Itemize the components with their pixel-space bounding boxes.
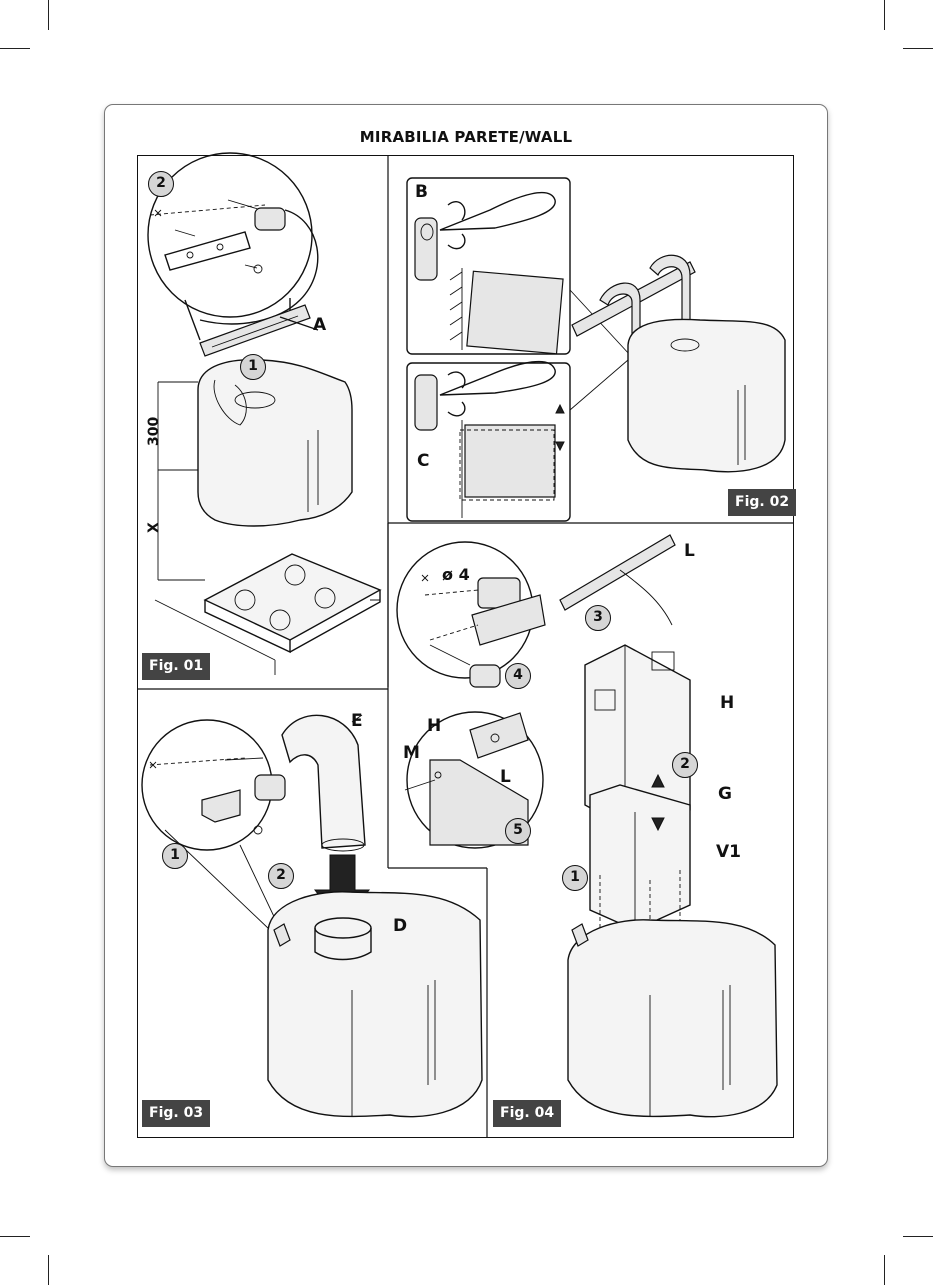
fig01-step-1: 1 (240, 354, 266, 380)
fig04-step-4: 4 (505, 663, 531, 689)
fig01-step-2: 2 (148, 171, 174, 197)
fig03-callout-d: D (393, 916, 408, 936)
fig04-callout-v1: V1 (716, 842, 741, 862)
fig02-callout-c: C (417, 451, 430, 471)
crop-mark (903, 1236, 933, 1237)
fig04-step-2: 2 (672, 752, 698, 778)
fig02-callout-b: B (415, 182, 428, 202)
fig04-inset-callout-m: M (403, 743, 420, 763)
fig01-drawing (147, 152, 382, 675)
fig03-drawing (141, 714, 483, 1118)
crop-mark (0, 1236, 30, 1237)
crop-mark (0, 48, 30, 49)
crop-mark (48, 0, 49, 30)
fig04-label: Fig. 04 (493, 1100, 562, 1127)
fig04-drawing (396, 534, 778, 1118)
crop-mark (903, 48, 933, 49)
fig01-callout-a: A (313, 315, 327, 335)
page-title: MIRABILIA PARETE/WALL (359, 128, 573, 146)
crop-mark (48, 1255, 49, 1285)
fig03-step-2: 2 (268, 863, 294, 889)
dimension-300: 300 (146, 416, 162, 446)
fig04-inset-callout-l: L (500, 767, 511, 787)
crop-mark (884, 0, 885, 30)
fig03-callout-e: E (351, 711, 363, 731)
figures-frame (137, 155, 794, 1138)
panel-dividers (138, 156, 793, 1137)
fig02-label: Fig. 02 (728, 489, 797, 516)
fig04-callout-g: G (718, 784, 732, 804)
fig01-label: Fig. 01 (142, 653, 211, 680)
fig03-label: Fig. 03 (142, 1100, 211, 1127)
fig04-step-1: 1 (562, 865, 588, 891)
fig04-inset-callout-h: H (427, 716, 442, 736)
fig03-step-1: 1 (162, 843, 188, 869)
fig04-step-5: 5 (505, 818, 531, 844)
dimension-x: X (146, 522, 162, 533)
fig04-hole-diameter: ø 4 (442, 565, 470, 584)
fig04-step-3: 3 (585, 605, 611, 631)
fig04-callout-h: H (720, 693, 735, 713)
fig04-callout-l: L (684, 541, 695, 561)
crop-mark (884, 1255, 885, 1285)
fig02-drawing (406, 177, 786, 522)
